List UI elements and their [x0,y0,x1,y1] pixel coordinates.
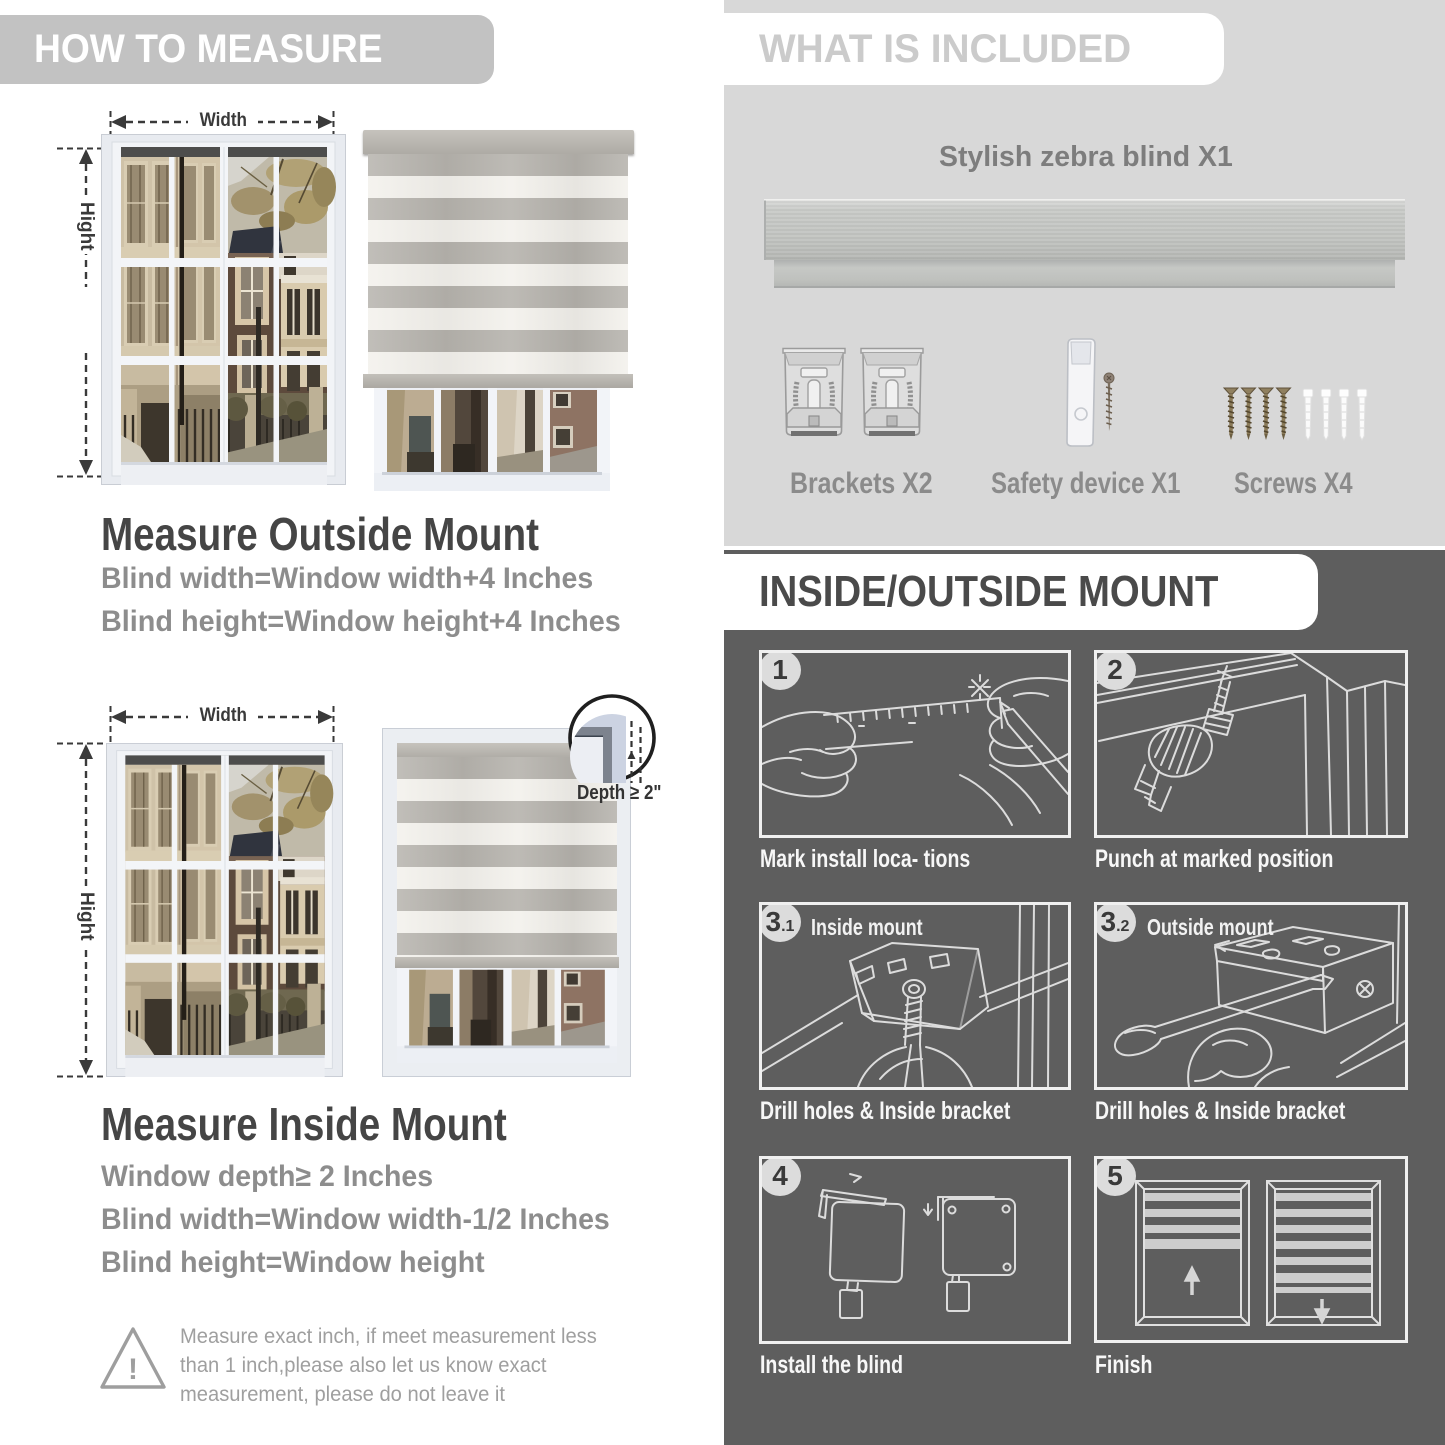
svg-text:!: ! [128,1353,138,1386]
